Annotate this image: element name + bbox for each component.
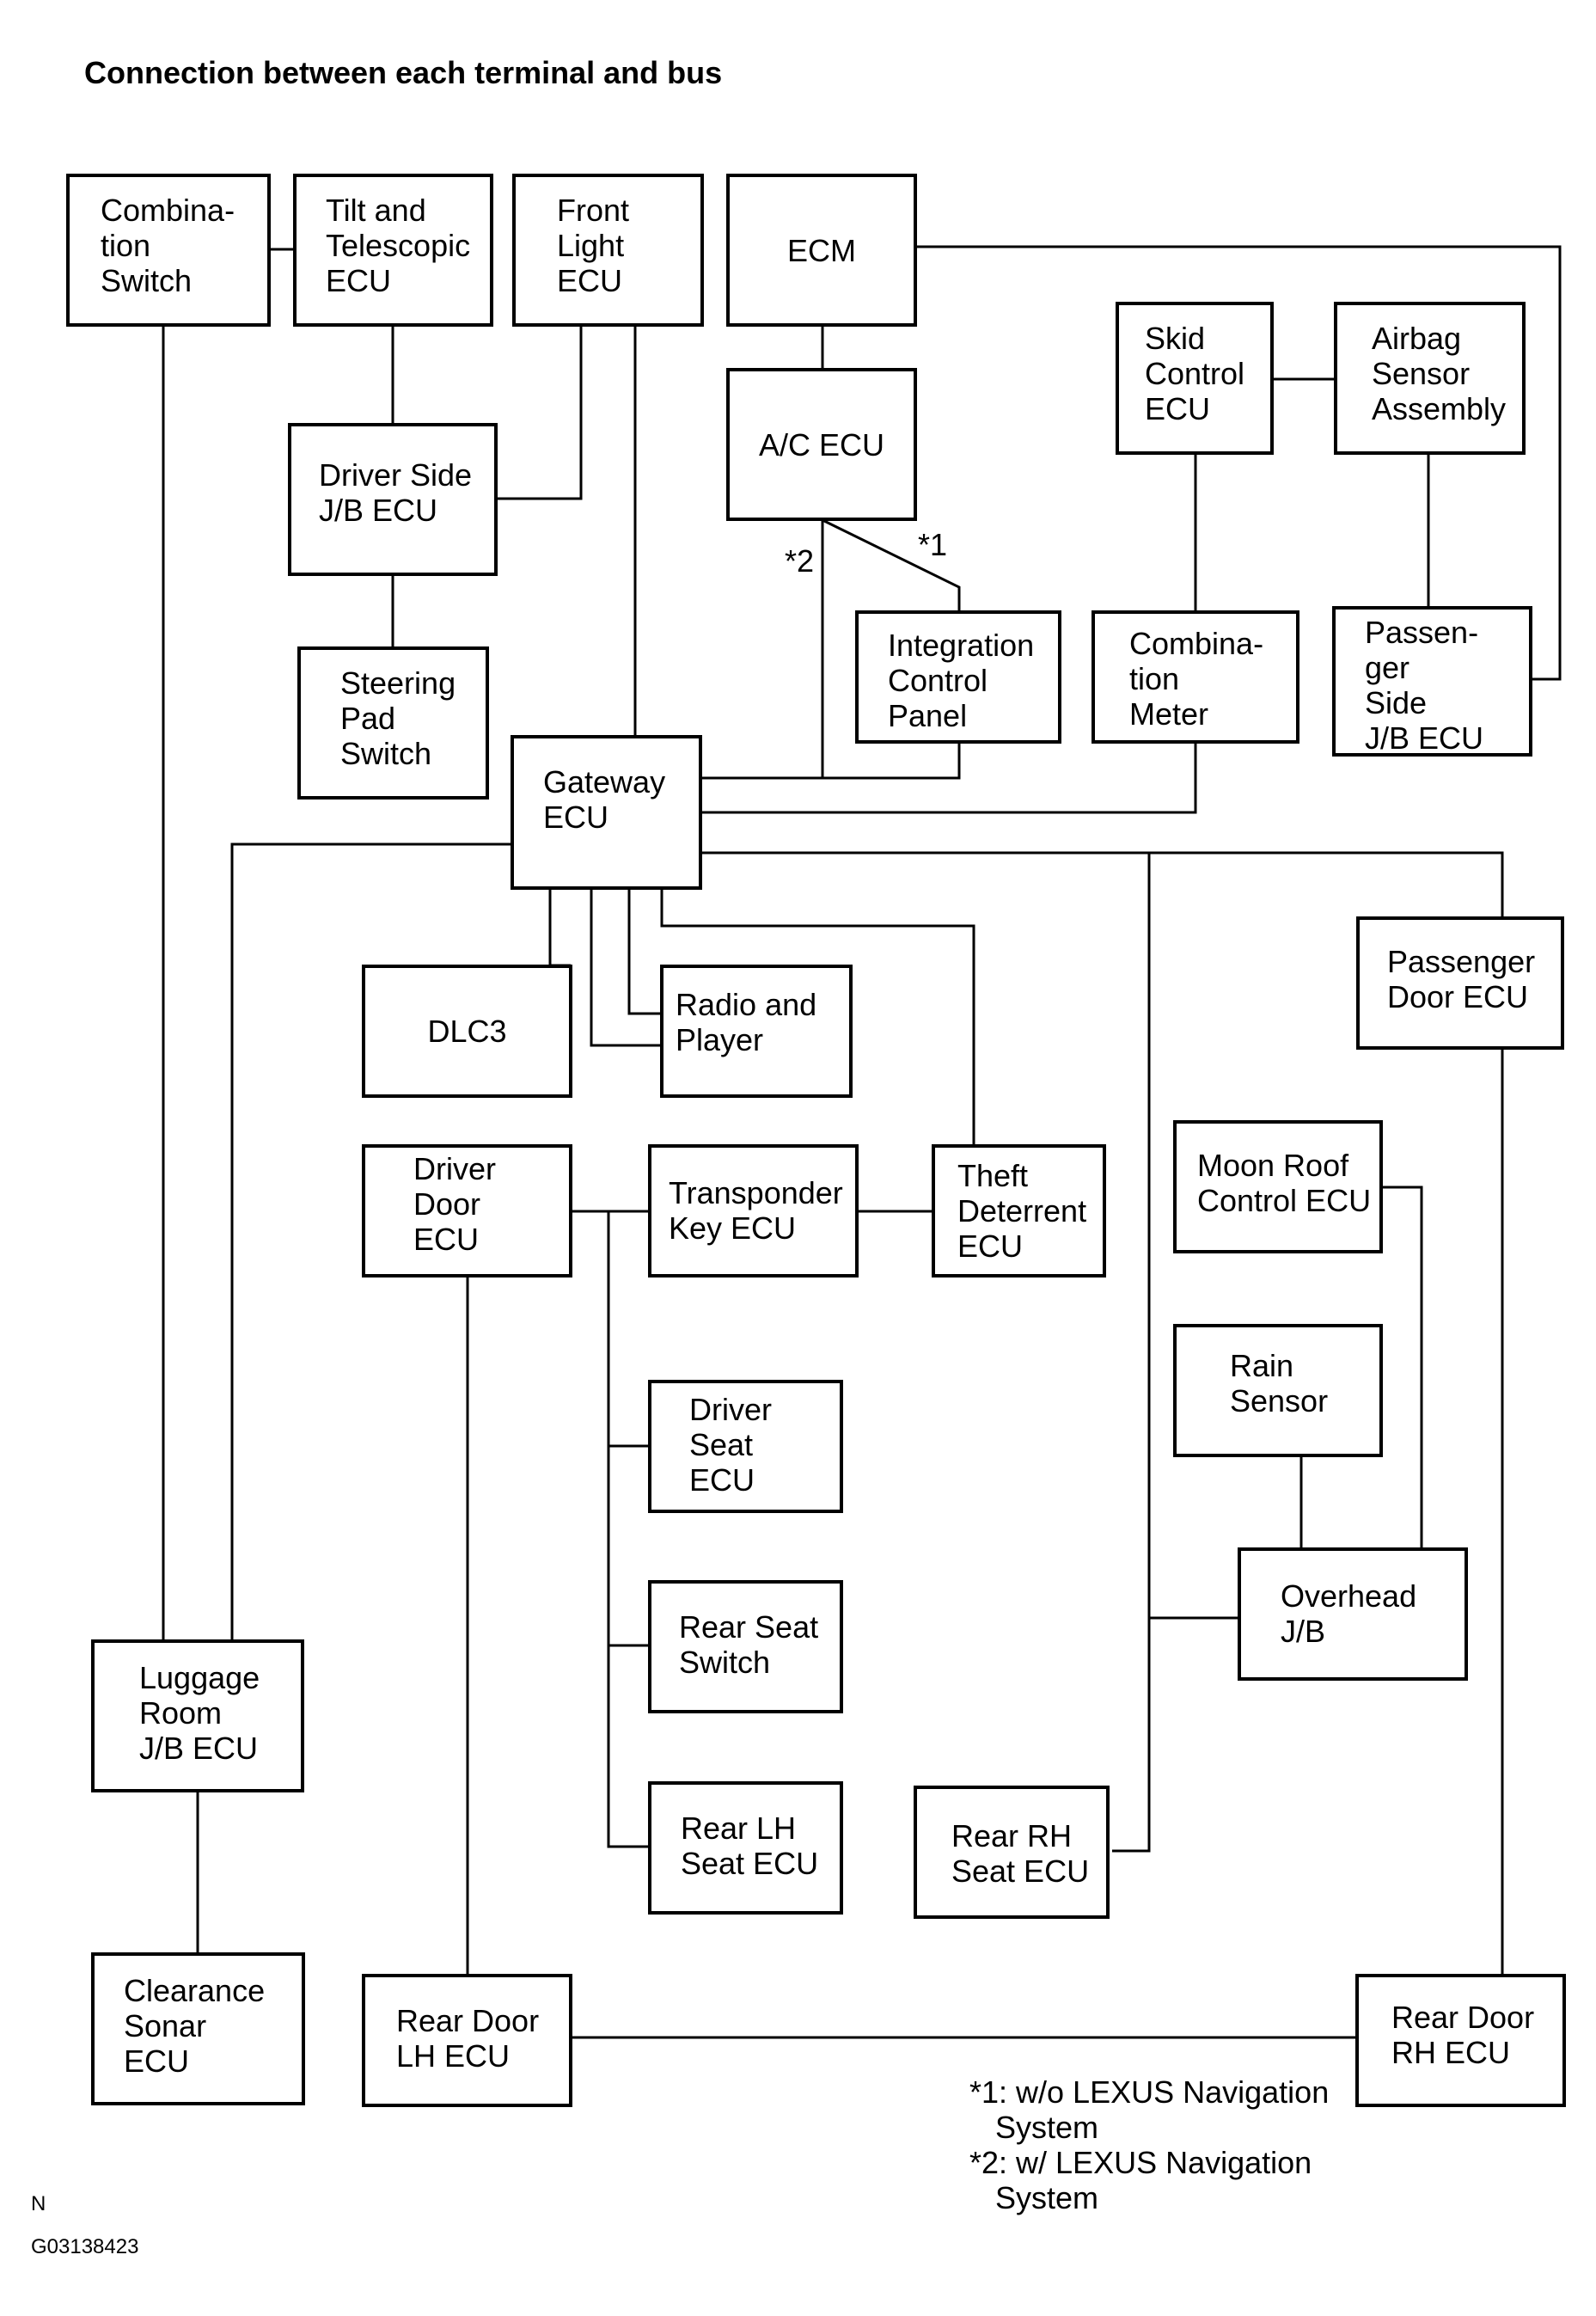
node-combination-meter: Combina- tion Meter	[1092, 610, 1299, 744]
wire-frontlight-driverjb	[495, 327, 583, 500]
wire-moonroof-overhead	[1379, 1186, 1423, 1548]
wire-gateway-radio-a	[590, 889, 663, 1047]
wire-gateway-luggage	[230, 842, 512, 1644]
wire-meter-gateway	[700, 742, 1197, 814]
node-theft-deterrent-ecu: Theft Deterrent ECU	[932, 1144, 1106, 1277]
wire-ac-star1	[822, 518, 961, 610]
node-overhead-jb: Overhead J/B	[1238, 1547, 1468, 1681]
node-driver-side-jb-ecu: Driver Side J/B ECU	[288, 423, 498, 576]
wire-gateway-radio-b	[627, 889, 663, 1015]
node-front-light-ecu: Front Light ECU	[512, 174, 704, 327]
note-with-navigation: *2: w/ LEXUS Navigation System	[969, 2145, 1312, 2215]
node-ac-ecu: A/C ECU	[726, 368, 917, 521]
node-tilt-telescopic-ecu: Tilt and Telescopic ECU	[293, 174, 493, 327]
node-steering-pad-switch: Steering Pad Switch	[297, 646, 489, 800]
node-driver-door-ecu: Driver Door ECU	[362, 1144, 572, 1277]
node-gateway-ecu: Gateway ECU	[511, 735, 702, 890]
node-rear-door-lh-ecu: Rear Door LH ECU	[362, 1974, 572, 2107]
branch-label-star2: *2	[785, 543, 815, 579]
node-combination-switch: Combina- tion Switch	[66, 174, 271, 327]
figure-code: N	[31, 2192, 46, 2215]
node-moon-roof-control-ecu: Moon Roof Control ECU	[1173, 1120, 1383, 1253]
node-skid-control-ecu: Skid Control ECU	[1116, 302, 1274, 455]
wire-trunk-seats	[607, 1211, 650, 1848]
node-integration-control-panel: Integration Control Panel	[855, 610, 1061, 744]
node-ecm: ECM	[726, 174, 917, 327]
note-without-navigation: *1: w/o LEXUS Navigation System	[969, 2074, 1330, 2145]
node-dlc3: DLC3	[362, 965, 572, 1098]
node-radio-and-player: Radio and Player	[660, 965, 853, 1098]
wire-gateway-theft	[660, 889, 975, 1147]
node-rear-rh-seat-ecu: Rear RH Seat ECU	[914, 1786, 1110, 1919]
node-transponder-key-ecu: Transponder Key ECU	[648, 1144, 859, 1277]
node-driver-seat-ecu: Driver Seat ECU	[648, 1380, 843, 1513]
node-airbag-sensor-assembly: Airbag Sensor Assembly	[1334, 302, 1526, 455]
node-luggage-room-jb-ecu: Luggage Room J/B ECU	[91, 1639, 304, 1792]
node-clearance-sonar-ecu: Clearance Sonar ECU	[91, 1952, 305, 2105]
wire-gateway-passengerdoor	[700, 851, 1504, 917]
wire-gateway-dlc3	[548, 889, 571, 967]
node-passenger-side-jb-ecu: Passen- ger Side J/B ECU	[1332, 606, 1532, 757]
node-rear-door-rh-ecu: Rear Door RH ECU	[1355, 1974, 1566, 2107]
figure-id: G03138423	[31, 2235, 139, 2258]
page-title: Connection between each terminal and bus	[84, 55, 723, 90]
wire-ecm-passengerjb	[916, 245, 1562, 681]
node-rear-lh-seat-ecu: Rear LH Seat ECU	[648, 1781, 843, 1915]
node-rear-seat-switch: Rear Seat Switch	[648, 1580, 843, 1713]
branch-label-star1: *1	[918, 527, 948, 562]
node-passenger-door-ecu: Passenger Door ECU	[1356, 916, 1564, 1050]
wire-gateway-rearrhseat	[1112, 853, 1151, 1853]
wire-icp-gateway	[822, 742, 961, 780]
node-rain-sensor: Rain Sensor	[1173, 1324, 1383, 1457]
